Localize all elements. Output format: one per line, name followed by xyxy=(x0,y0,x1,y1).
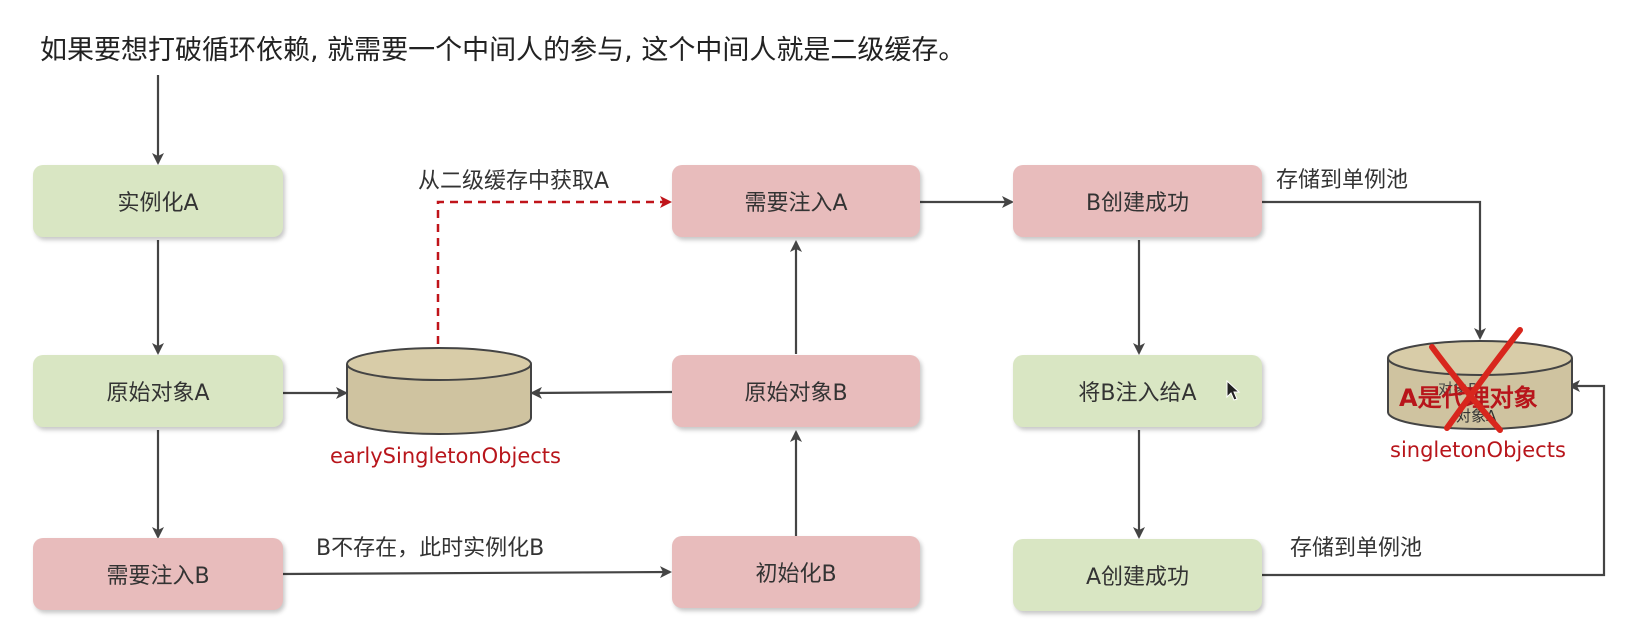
arrow-b-created-pool xyxy=(1262,200,1486,340)
label-store-pool-top: 存储到单例池 xyxy=(1276,168,1409,193)
page-title: 如果要想打破循环依赖, 就需要一个中间人的参与, 这个中间人就是二级缓存。 xyxy=(40,35,966,66)
label-get-from-cache: 从二级缓存中获取A xyxy=(418,169,610,194)
label-store-pool-bottom: 存储到单例池 xyxy=(1290,536,1423,561)
arrow-raw-b-early xyxy=(530,386,673,399)
node-inject-b-to-a: 将B注入给A xyxy=(1013,355,1262,427)
node-init-b: 初始化B xyxy=(672,536,920,608)
node-instantiate-a: 实例化A xyxy=(33,165,283,237)
arrow-need-b-init-b xyxy=(281,566,672,579)
label-early-cache: earlySingletonObjects xyxy=(330,444,561,468)
node-raw-a: 原始对象A xyxy=(33,355,283,427)
mouse-cursor-icon xyxy=(1226,380,1241,401)
node-need-inject-b: 需要注入B xyxy=(33,538,283,610)
arrow-a-created-pool xyxy=(1262,380,1606,577)
node-b-created: B创建成功 xyxy=(1013,165,1262,237)
label-singleton-cache: singletonObjects xyxy=(1390,438,1566,462)
singleton-cache-drum xyxy=(1387,340,1573,430)
node-raw-b: 原始对象B xyxy=(672,355,920,427)
node-a-created: A创建成功 xyxy=(1013,539,1262,611)
arrow-cache-need-a xyxy=(436,196,672,344)
label-b-not-exist: B不存在，此时实例化B xyxy=(316,536,545,561)
early-cache-drum xyxy=(346,347,532,435)
node-need-inject-a: 需要注入A xyxy=(672,165,920,237)
